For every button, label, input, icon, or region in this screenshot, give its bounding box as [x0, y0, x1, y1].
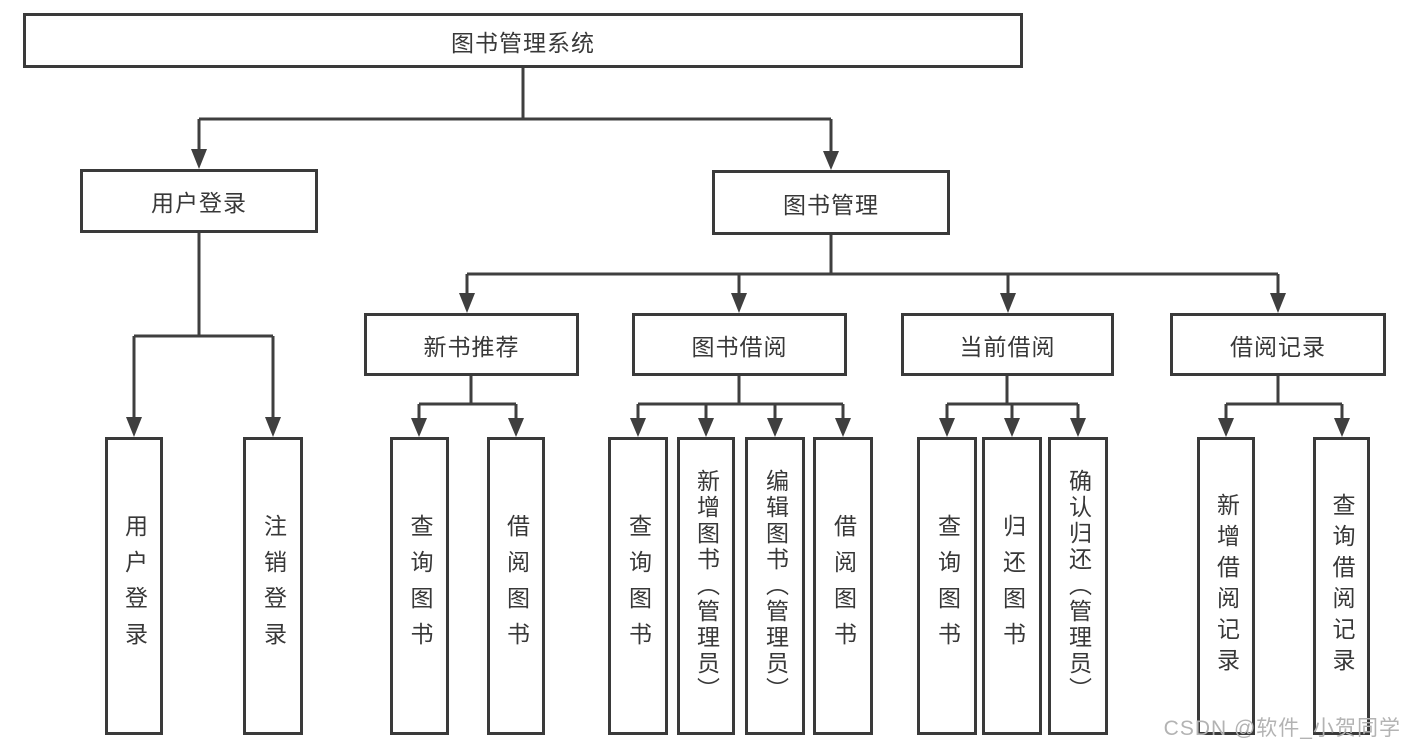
leaf-borrow-borrow-books: 借阅图书 — [813, 437, 873, 735]
leaf-confirm-return-admin-label: 确认归还（管理员） — [1065, 469, 1092, 703]
node-user-login: 用户登录 — [80, 169, 318, 233]
node-new-book-recommend: 新书推荐 — [364, 313, 579, 376]
leaf-recommend-query-books: 查询图书 — [390, 437, 449, 735]
leaf-user-login: 用户登录 — [105, 437, 163, 735]
leaf-current-query-books: 查询图书 — [917, 437, 977, 735]
leaf-borrow-query-books-label: 查询图书 — [625, 514, 652, 658]
node-root-system-label: 图书管理系统 — [451, 29, 595, 56]
leaf-add-borrow-record: 新增借阅记录 — [1197, 437, 1255, 735]
leaf-recommend-borrow-books-label: 借阅图书 — [503, 514, 530, 658]
leaf-confirm-return-admin: 确认归还（管理员） — [1048, 437, 1108, 735]
leaf-query-borrow-record: 查询借阅记录 — [1313, 437, 1370, 735]
node-root-system: 图书管理系统 — [23, 13, 1023, 68]
leaf-current-query-books-label: 查询图书 — [934, 514, 961, 658]
node-book-borrow-label: 图书借阅 — [691, 333, 788, 360]
leaf-return-books: 归还图书 — [982, 437, 1042, 735]
leaf-add-borrow-record-label: 新增借阅记录 — [1213, 493, 1240, 679]
node-current-borrow-label: 当前借阅 — [959, 333, 1056, 360]
leaf-borrow-query-books: 查询图书 — [608, 437, 668, 735]
leaf-add-books-admin-label: 新增图书（管理员） — [693, 469, 720, 703]
leaf-query-borrow-record-label: 查询借阅记录 — [1329, 493, 1355, 679]
leaf-recommend-borrow-books: 借阅图书 — [487, 437, 545, 735]
leaf-recommend-query-books-label: 查询图书 — [407, 514, 433, 658]
leaf-user-login-label: 用户登录 — [121, 514, 148, 658]
leaf-return-books-label: 归还图书 — [999, 514, 1026, 658]
node-book-borrow: 图书借阅 — [632, 313, 847, 376]
node-current-borrow: 当前借阅 — [901, 313, 1114, 376]
node-new-book-recommend-label: 新书推荐 — [423, 333, 520, 360]
node-borrow-records-label: 借阅记录 — [1230, 333, 1326, 360]
leaf-logout-login-label: 注销登录 — [260, 514, 287, 658]
node-book-management: 图书管理 — [712, 170, 950, 235]
leaf-add-books-admin: 新增图书（管理员） — [677, 437, 735, 735]
arrowheads — [126, 149, 1350, 437]
node-user-login-label: 用户登录 — [151, 190, 247, 216]
node-borrow-records: 借阅记录 — [1170, 313, 1386, 376]
csdn-watermark: CSDN @软件_小贺同学 — [1163, 717, 1401, 740]
node-book-management-label: 图书管理 — [783, 191, 879, 218]
leaf-edit-books-admin-label: 编辑图书（管理员） — [762, 469, 789, 703]
leaf-borrow-borrow-books-label: 借阅图书 — [830, 514, 857, 658]
leaf-logout-login: 注销登录 — [243, 437, 303, 735]
leaf-edit-books-admin: 编辑图书（管理员） — [745, 437, 805, 735]
